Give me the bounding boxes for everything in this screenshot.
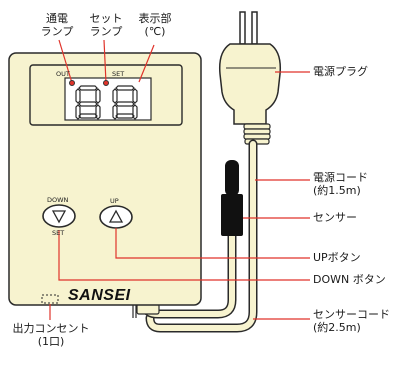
pilot-lamp-label: 通電ランプ [40,12,74,38]
set-lamp-label: セットランプ [89,12,123,38]
up-label: UP [110,197,119,205]
sensor-probe [221,160,243,236]
up-button-label: UPボタン [313,251,361,264]
power-cord-label: 電源コード(約1.5m) [313,171,368,197]
plug-prongs [239,11,258,45]
down-button-label: DOWN ボタン [313,273,386,286]
set-lamp [103,80,109,86]
power-plug [218,43,282,125]
display-label: 表示部(℃) [138,12,172,38]
callout-lines [49,39,310,320]
power-plug-label: 電源プラグ [313,65,368,78]
out-lamp [69,80,75,86]
set-label: SET [112,70,125,78]
down-label: DOWN [47,196,69,204]
display-digits [75,85,138,120]
sensor-cord-label: センサーコード(約2.5m) [313,308,390,334]
outlet-marker [41,294,59,304]
down-arrow-icon [51,210,67,224]
outlet-label: 出力コンセント(1口) [12,322,90,348]
out-label: OUT [56,70,70,78]
up-arrow-icon [108,209,124,223]
down-set-label: SET [52,229,65,237]
brand-logo: SANSEI [68,287,131,304]
sensor-label: センサー [313,211,357,224]
plug-strain-relief [243,123,271,145]
